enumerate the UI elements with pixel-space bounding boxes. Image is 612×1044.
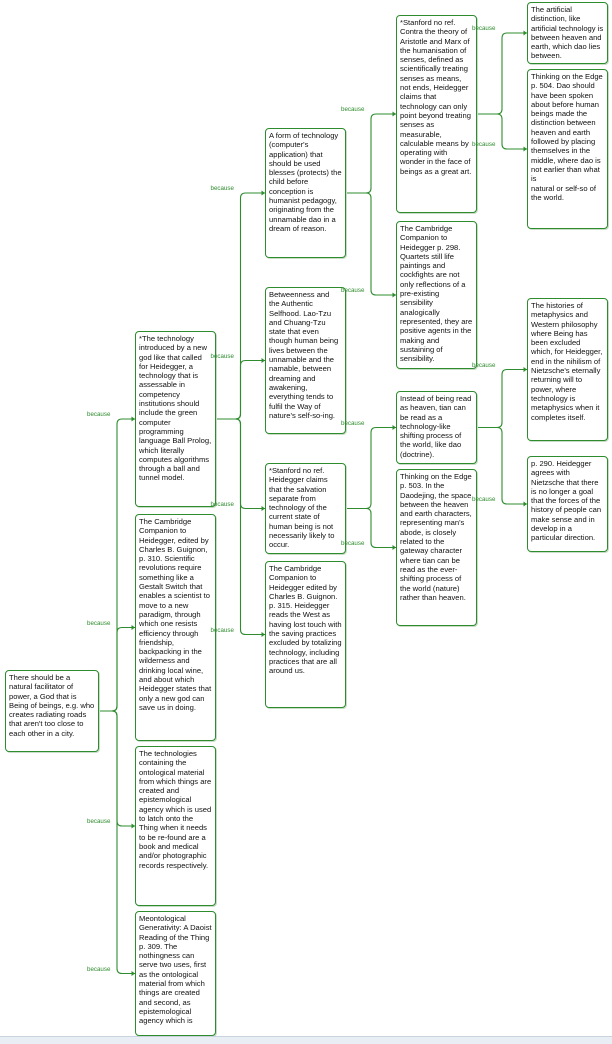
node-form-of-technology[interactable]: A form of technology (computer's applica…: [265, 128, 346, 258]
connector-line: [99, 710, 135, 975]
connector-line: [477, 32, 527, 115]
because-label: because: [210, 500, 234, 508]
connector-line: [99, 626, 135, 712]
node-technology-new-god[interactable]: *The technology introduced by a new god …: [135, 331, 216, 507]
connector-line: [216, 359, 265, 420]
because-label: because: [341, 539, 365, 547]
node-p290-nietzsche[interactable]: p. 290. Heidegger agrees with Nietzsche …: [527, 456, 608, 552]
because-label: because: [341, 287, 365, 294]
because-label: because: [210, 352, 234, 360]
because-label: because: [87, 411, 111, 418]
node-artificial-distinction[interactable]: The artificial distinction, like artific…: [527, 2, 608, 64]
because-label: because: [210, 626, 234, 634]
because-label: because: [210, 185, 234, 192]
connector-line: [216, 418, 265, 510]
node-stanford-salvation[interactable]: *Stanford no ref. Heidegger claims that …: [265, 463, 346, 554]
node-stanford-contra-aristotle-marx[interactable]: *Stanford no ref. Contra the theory of A…: [396, 15, 477, 213]
because-label: because: [341, 106, 365, 113]
node-cambridge-companion-p298[interactable]: The Cambridge Companion to Heidegger p. …: [396, 221, 477, 369]
connector-line: [99, 710, 135, 827]
because-label: because: [341, 419, 365, 427]
node-histories-of-metaphysics[interactable]: The histories of metaphysics and Western…: [527, 298, 608, 441]
because-label: because: [472, 496, 496, 503]
node-root-natural-facilitator[interactable]: There should be a natural facilitator of…: [5, 670, 99, 752]
node-instead-of-heaven-tian[interactable]: Instead of being read as heaven, tian ca…: [396, 391, 477, 464]
connector-line: [216, 192, 265, 420]
node-cambridge-companion-p315[interactable]: The Cambridge Companion to Heidegger edi…: [265, 561, 346, 708]
node-technologies-ontological-material[interactable]: The technologies containing the ontologi…: [135, 746, 216, 906]
horizontal-scrollbar[interactable]: [0, 1036, 612, 1044]
because-label: because: [87, 965, 111, 973]
node-thinking-on-the-edge-p504[interactable]: Thinking on the Edge p. 504. Dao should …: [527, 69, 608, 229]
connector-line: [477, 368, 527, 429]
connector-line: [99, 418, 135, 712]
connector-line: [346, 426, 396, 510]
because-label: because: [87, 619, 111, 627]
because-label: because: [472, 25, 496, 32]
node-meontological-generativity[interactable]: Meontological Generativity: A Daoist Rea…: [135, 911, 216, 1036]
connector-line: [477, 426, 527, 505]
connector-line: [346, 113, 396, 194]
node-betweenness-authentic-selfhood[interactable]: Betweenness and the Authentic Selfhood. …: [265, 287, 346, 434]
because-label: because: [472, 361, 496, 369]
node-cambridge-companion-p310[interactable]: The Cambridge Companion to Heidegger, ed…: [135, 514, 216, 741]
because-label: because: [472, 141, 496, 148]
connector-line: [346, 192, 396, 296]
node-thinking-on-the-edge-p503[interactable]: Thinking on the Edge p. 503. In the Daod…: [396, 469, 477, 626]
connector-line: [216, 418, 265, 636]
because-label: because: [87, 818, 111, 825]
